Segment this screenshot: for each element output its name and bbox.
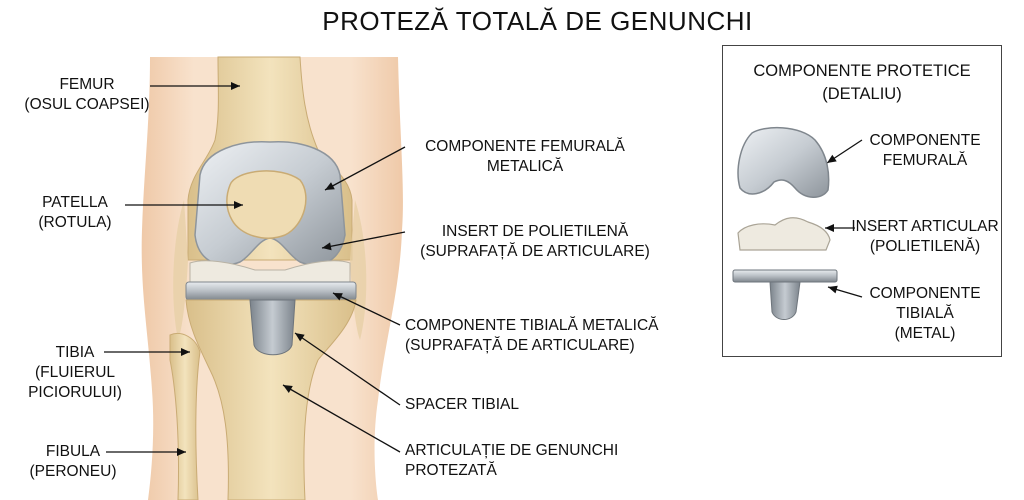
- label-prosthetic-joint: ARTICULAȚIE DE GENUNCHI PROTEZATĂ: [405, 442, 619, 479]
- tibia-bone: [185, 299, 357, 500]
- label-tibial-spacer: SPACER TIBIAL: [405, 396, 519, 413]
- pointer-prosthetic-joint: [282, 384, 401, 453]
- pointer-femoral-component-arrowhead: [325, 182, 335, 190]
- pointer-detail-femoral-arrowhead: [827, 154, 837, 163]
- pointer-tibia-arrowhead: [181, 348, 190, 356]
- label-femur: FEMUR (OSUL COAPSEI): [24, 76, 150, 113]
- pointer-detail-insert-arrowhead: [825, 224, 834, 232]
- pointer-tibial-component: [332, 292, 401, 326]
- pointer-tibial-component-arrowhead: [333, 293, 343, 301]
- pointer-tibial-spacer: [294, 332, 401, 406]
- ligament-left: [173, 200, 188, 340]
- poly-insert: [189, 260, 351, 283]
- label-fibula: FIBULA (PERONEU): [29, 443, 117, 480]
- pointer-patella-arrowhead: [234, 201, 243, 209]
- pointer-fibula-arrowhead: [177, 448, 186, 456]
- detail-panel: [722, 45, 1002, 357]
- label-tibial-component: COMPONENTE TIBIALĂ METALICĂ (SUPRAFAȚĂ D…: [405, 317, 659, 354]
- label-poly-insert: INSERT DE POLIETILENĂ (SUPRAFAȚĂ DE ARTI…: [420, 223, 650, 260]
- pointer-femoral-component: [324, 146, 406, 191]
- tibial-tray: [185, 281, 357, 301]
- pointer-lines: [104, 82, 863, 456]
- page-title: PROTEZĂ TOTALĂ DE GENUNCHI: [322, 6, 753, 36]
- pointer-tibial-spacer-arrowhead: [295, 333, 305, 342]
- label-patella: PATELLA (ROTULA): [38, 194, 112, 231]
- label-tibia: TIBIA (FLUIERUL PICIORULUI): [28, 344, 122, 401]
- pointer-femur-arrowhead: [231, 82, 240, 90]
- pointer-detail-tibial-arrowhead: [828, 285, 838, 294]
- label-femoral-component: COMPONENTE FEMURALĂ METALICĂ: [425, 138, 625, 175]
- detail-poly-insert: [737, 217, 831, 251]
- tibial-stem: [249, 299, 296, 356]
- detail-label-tibial: COMPONENTE TIBIALĂ (METAL): [869, 285, 981, 342]
- patella-bone: [226, 170, 307, 239]
- detail-femoral-component: [737, 126, 830, 198]
- detail-tibial-stem: [769, 281, 801, 320]
- pointer-prosthetic-joint-arrowhead: [283, 385, 293, 393]
- pointer-poly-insert: [321, 231, 406, 249]
- detail-title: COMPONENTE PROTETICE (DETALIU): [753, 62, 971, 103]
- detail-label-femoral: COMPONENTE FEMURALĂ: [869, 132, 981, 169]
- detail-label-insert: INSERT ARTICULAR (POLIETILENĂ): [851, 218, 999, 255]
- fibula-bone: [169, 333, 201, 500]
- pointer-poly-insert-arrowhead: [322, 242, 332, 251]
